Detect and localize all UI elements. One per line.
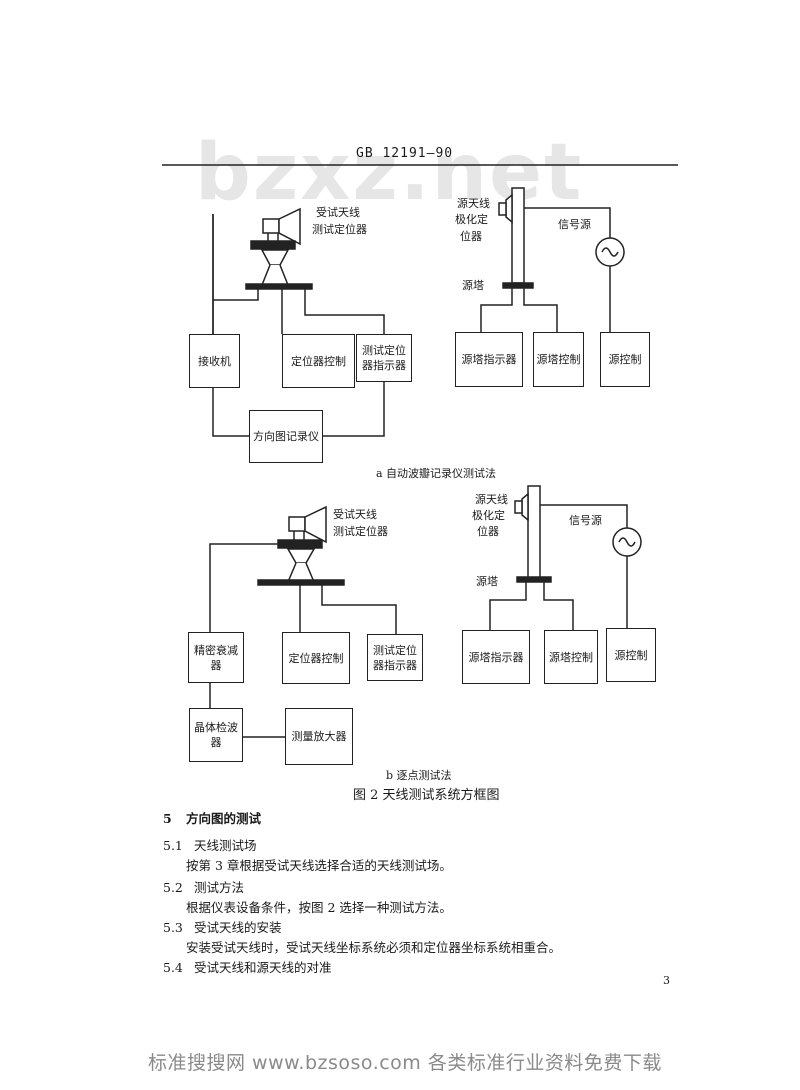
positioner-indicator-box-b: 测试定位器指示器 [367, 634, 423, 681]
section-5-1-title: 天线测试场 [194, 838, 257, 853]
section-5-3-title: 受试天线的安装 [194, 920, 282, 935]
attenuator-box: 精密衰减器 [188, 632, 244, 683]
tower-control-box-b: 源塔控制 [544, 630, 598, 684]
caption-b: b 逐点测试法 [386, 769, 452, 782]
detector-box: 晶体检波器 [189, 708, 243, 762]
source-tower-a [498, 187, 534, 289]
signal-source-label-b: 信号源 [569, 514, 602, 527]
positioner-label: 测试定位器 [312, 223, 367, 236]
section-5-number: 5 [163, 811, 172, 826]
positioner-label-b: 测试定位器 [333, 525, 388, 538]
amplifier-box: 测量放大器 [285, 708, 353, 765]
source-tower-b [514, 485, 552, 583]
section-5-4-title: 受试天线和源天线的对准 [194, 960, 332, 975]
caption-a: a 自动波瓣记录仪测试法 [376, 467, 497, 480]
source-tower-label-b: 源塔 [476, 575, 498, 588]
source-control-box: 源控制 [600, 332, 650, 387]
standard-number: GB 12191—90 [356, 146, 454, 161]
source-antenna-label-b: 源天线 [475, 493, 508, 506]
positioner-indicator-box: 测试定位器指示器 [356, 334, 412, 382]
section-5-1-number: 5.1 [163, 838, 183, 853]
positioner-label-2: 位器 [460, 230, 482, 243]
section-5-3-body: 安装受试天线时，受试天线坐标系统必须和定位器坐标系统相重合。 [186, 940, 562, 955]
section-5-title: 方向图的测试 [186, 811, 262, 826]
positioner-label-b2: 位器 [477, 525, 499, 538]
positioner-control-box-b: 定位器控制 [282, 632, 350, 684]
tower-control-box: 源塔控制 [533, 332, 584, 387]
section-5-2-number: 5.2 [163, 880, 183, 895]
antenna-label: 受试天线 [316, 206, 360, 219]
polarization-label: 极化定 [455, 213, 488, 226]
receiver-box: 接收机 [189, 334, 240, 388]
section-5-2-body: 根据仪表设备条件，按图 2 选择一种测试方法。 [186, 900, 452, 915]
positioner-control-box: 定位器控制 [282, 334, 355, 388]
recorder-box: 方向图记录仪 [249, 410, 323, 463]
antenna-positioner-a [245, 207, 313, 290]
tower-indicator-box-b: 源塔指示器 [462, 630, 530, 684]
section-5-4-number: 5.4 [163, 960, 183, 975]
source-control-box-b: 源控制 [606, 628, 656, 682]
section-5-2-title: 测试方法 [194, 880, 245, 895]
source-antenna-label: 源天线 [457, 197, 490, 210]
section-5-1-body: 按第 3 章根据受试天线选择合适的天线测试场。 [186, 858, 452, 873]
footer-banner: 标准搜搜网 www.bzsoso.com 各类标准行业资料免费下载 [148, 1052, 662, 1074]
antenna-positioner-b [257, 505, 345, 586]
tower-indicator-box: 源塔指示器 [455, 332, 523, 387]
figure-title: 图 2 天线测试系统方框图 [353, 788, 500, 803]
page-number: 3 [663, 974, 670, 987]
polarization-label-b: 极化定 [472, 509, 505, 522]
antenna-label-b: 受试天线 [333, 508, 377, 521]
source-tower-label: 源塔 [462, 279, 484, 292]
signal-source-label: 信号源 [558, 218, 591, 231]
section-5-3-number: 5.3 [163, 920, 183, 935]
